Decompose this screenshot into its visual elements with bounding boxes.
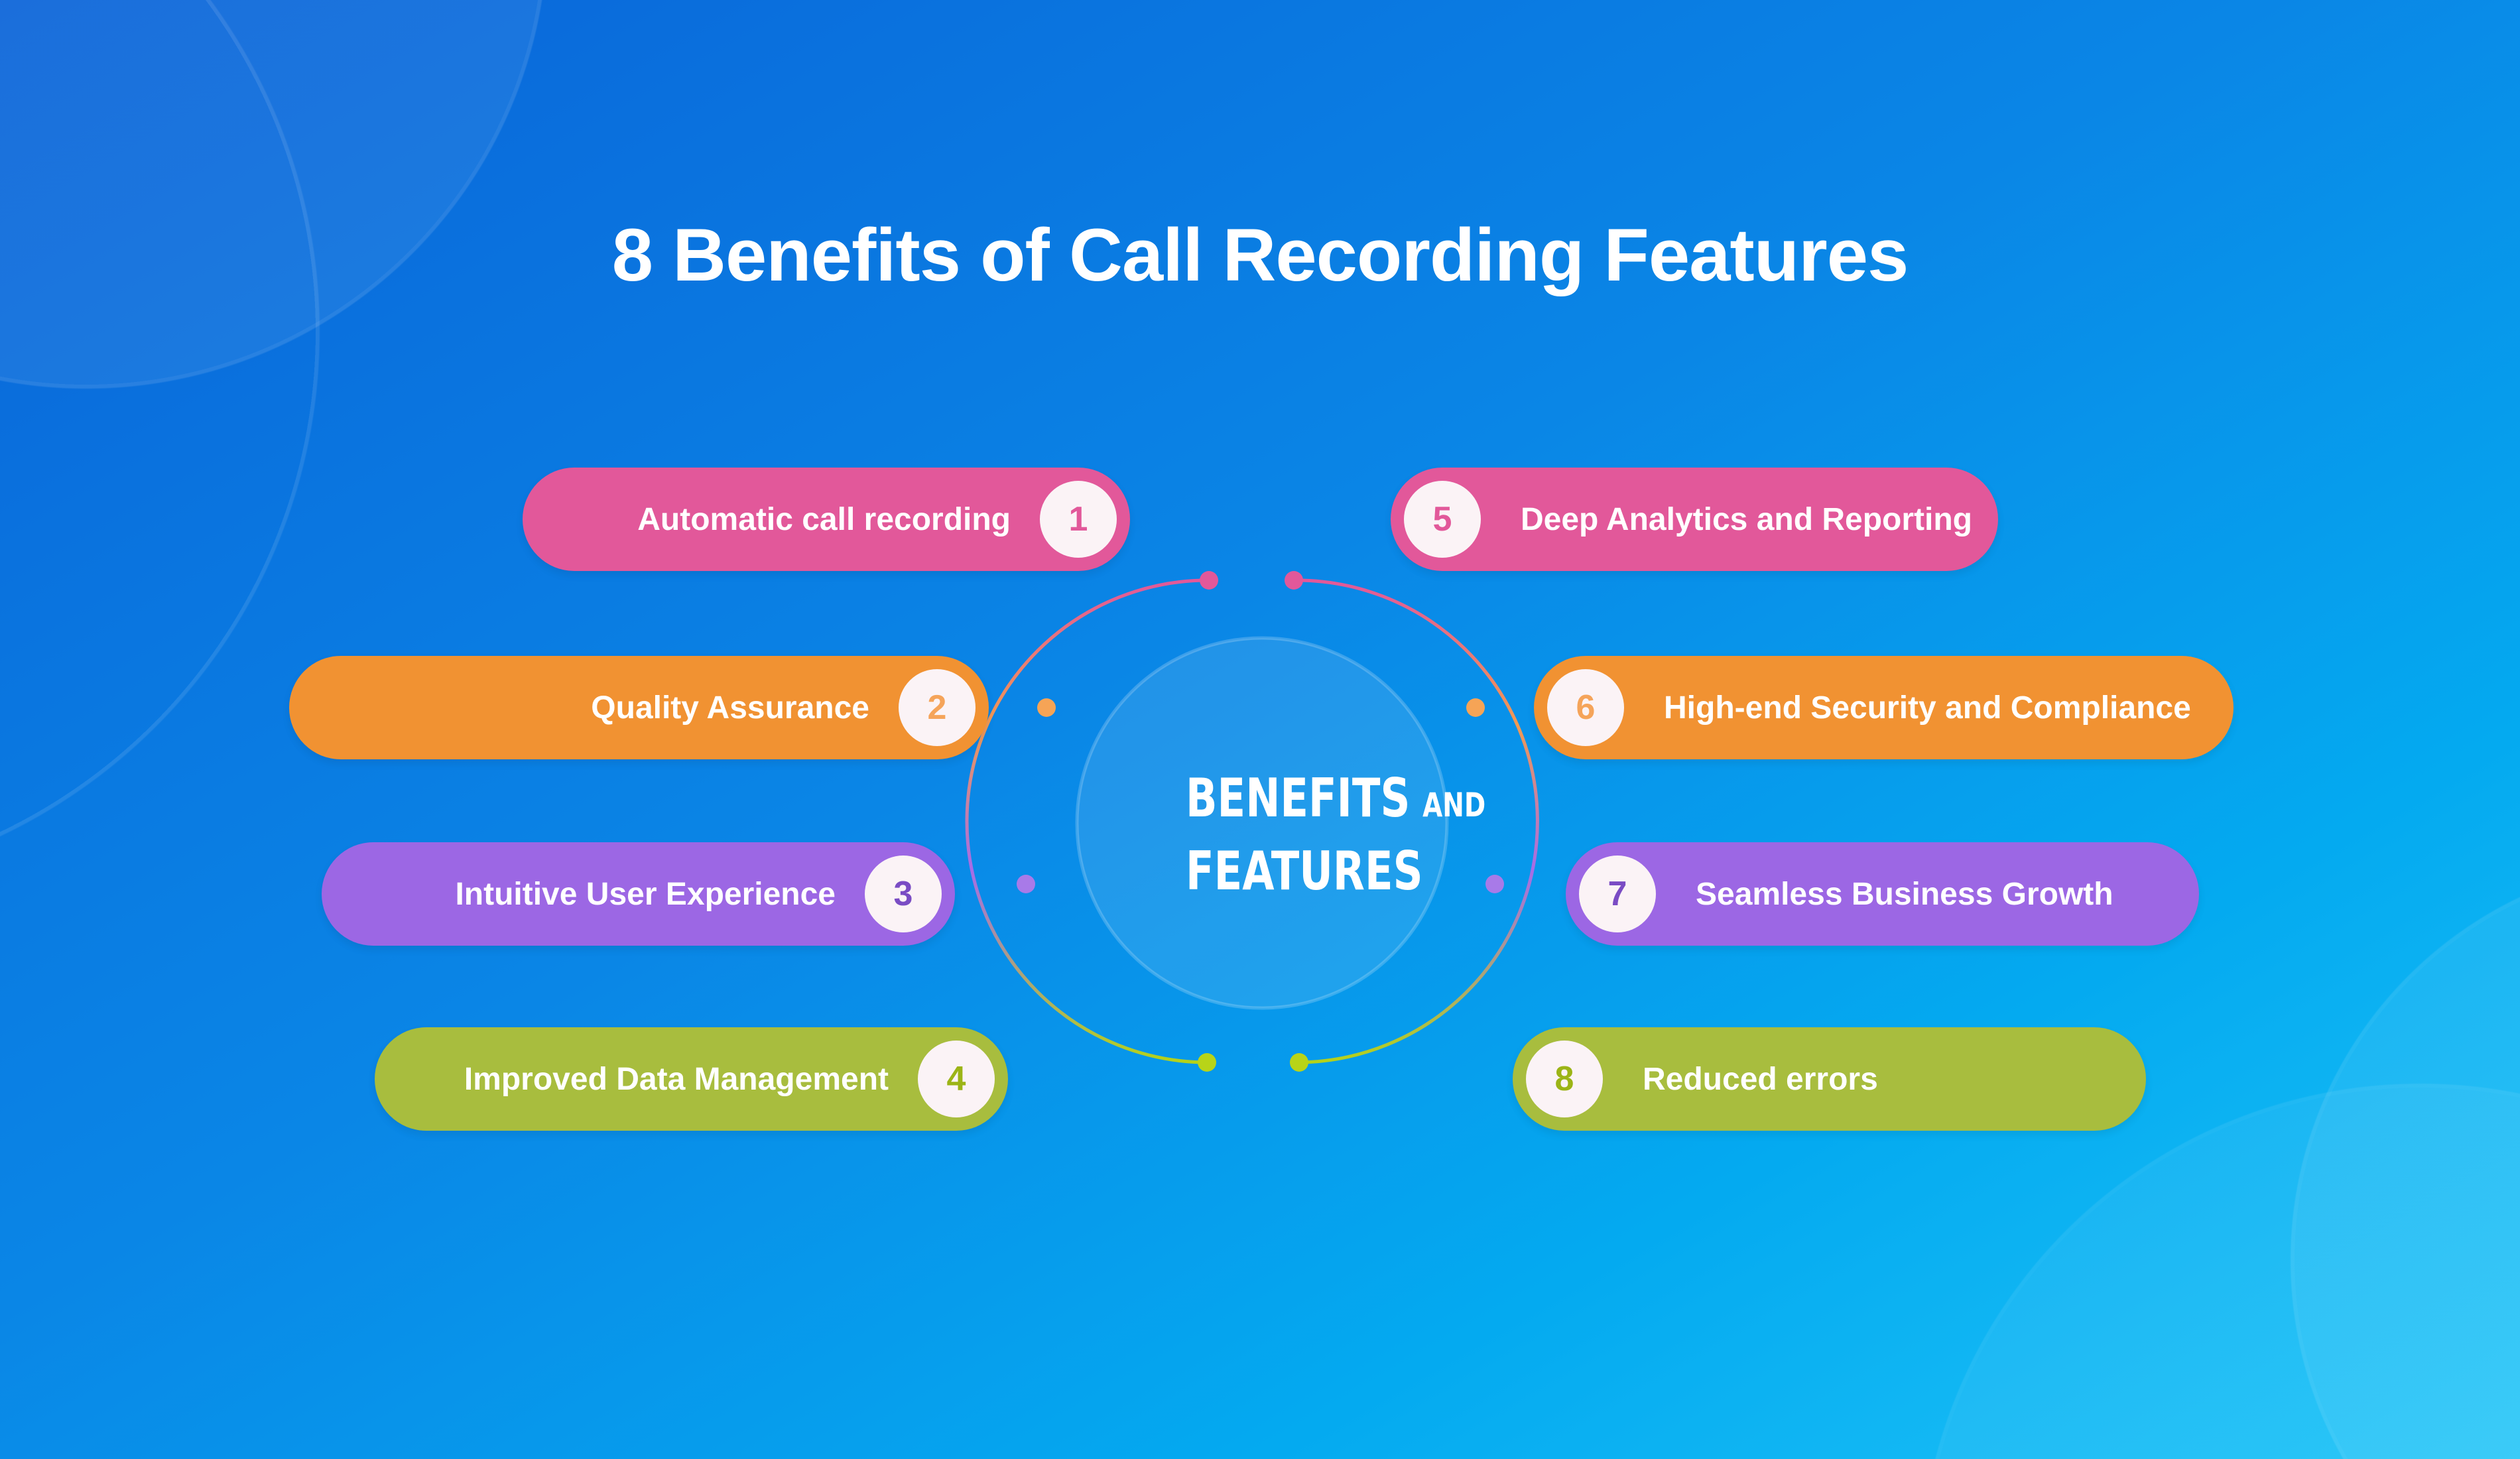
benefit-label: Intuitive User Experience [455, 876, 836, 912]
ring-arc-left [965, 578, 1210, 1064]
benefit-number: 2 [899, 669, 976, 746]
benefit-pill-2: Quality Assurance 2 [289, 656, 989, 759]
ring-dot [1017, 875, 1035, 893]
benefit-number: 3 [865, 856, 942, 932]
center-line1: BENEFITS [1186, 767, 1411, 829]
ring-dot [1037, 698, 1056, 717]
benefit-number: 6 [1547, 669, 1624, 746]
benefit-pill-5: 5 Deep Analytics and Reporting [1391, 468, 1998, 571]
benefit-label: High-end Security and Compliance [1664, 690, 2191, 726]
inner-circle [1075, 636, 1449, 1010]
benefit-pill-6: 6 High-end Security and Compliance [1534, 656, 2234, 759]
benefit-number: 4 [918, 1041, 995, 1117]
ring-dot [1198, 1053, 1216, 1072]
benefit-pill-7: 7 Seamless Business Growth [1566, 842, 2199, 946]
ring-dot [1466, 698, 1485, 717]
page-title: 8 Benefits of Call Recording Features [611, 214, 1909, 296]
ring-dot [1290, 1053, 1308, 1072]
ring-arc-right [1293, 578, 1539, 1064]
ring-dot [1200, 571, 1218, 590]
benefit-label: Quality Assurance [591, 690, 869, 726]
benefit-number: 7 [1579, 856, 1656, 932]
benefit-label: Automatic call recording [637, 501, 1011, 537]
benefit-label: Improved Data Management [464, 1061, 889, 1097]
benefit-pill-3: Intuitive User Experience 3 [322, 842, 955, 946]
benefit-label: Seamless Business Growth [1696, 876, 2113, 912]
benefit-pill-8: 8 Reduced errors [1513, 1027, 2146, 1131]
benefit-pill-4: Improved Data Management 4 [375, 1027, 1008, 1131]
center-and: AND [1422, 786, 1486, 824]
center-label: BENEFITS AND FEATURES [1186, 769, 1485, 902]
benefit-pill-1: Automatic call recording 1 [523, 468, 1130, 571]
benefit-number: 8 [1526, 1041, 1603, 1117]
benefit-label: Deep Analytics and Reporting [1521, 501, 1972, 537]
ring-dot [1485, 875, 1504, 893]
ring-dot [1285, 571, 1303, 590]
benefit-label: Reduced errors [1643, 1061, 1878, 1097]
center-line2: FEATURES [1186, 840, 1423, 902]
benefit-number: 5 [1404, 481, 1481, 558]
benefit-number: 1 [1040, 481, 1117, 558]
